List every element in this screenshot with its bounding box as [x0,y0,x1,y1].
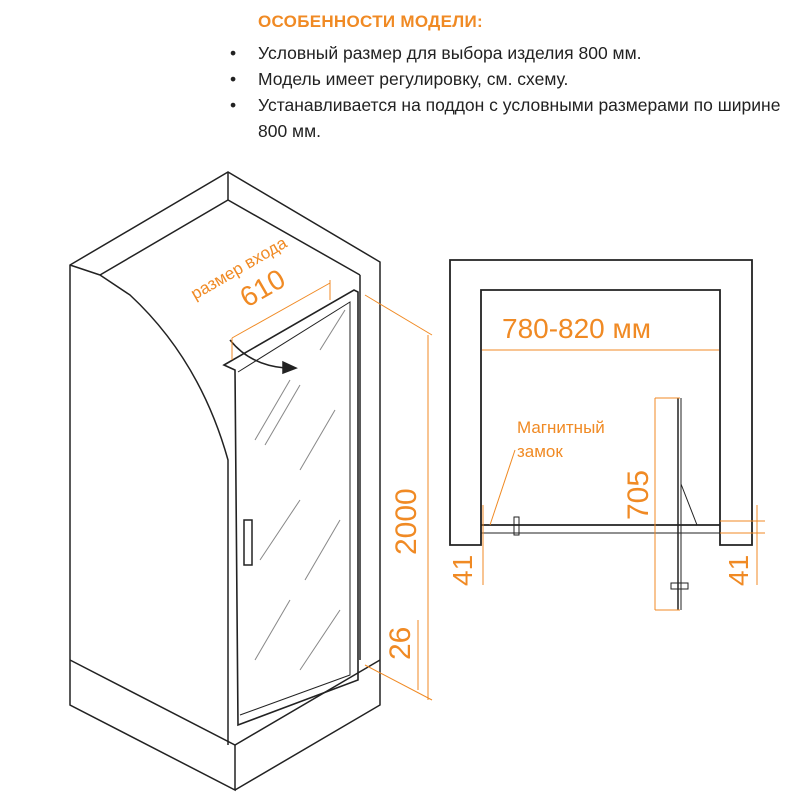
door-depth-value: 705 [622,470,655,520]
plan-view [449,259,753,610]
features-heading: ОСОБЕННОСТИ МОДЕЛИ: [258,12,483,31]
isometric-view [69,171,381,792]
width-range-value: 780-820 мм [502,313,651,344]
iso-dimensions [231,280,433,701]
feature-item: Устанавливается на поддон с условными ра… [226,92,796,144]
left-offset-value: 41 [447,555,478,586]
magnetic-lock-label-2: замок [517,442,563,461]
right-offset-value: 41 [723,555,754,586]
feature-item: Модель имеет регулировку, см. схему. [226,66,796,92]
base-value: 26 [384,627,417,660]
plan-dimensions [482,349,765,611]
features-list: Условный размер для выбора изделия 800 м… [226,40,796,144]
feature-item: Условный размер для выбора изделия 800 м… [226,40,796,66]
magnetic-lock-label: Магнитный [517,418,605,437]
height-value: 2000 [390,488,423,555]
